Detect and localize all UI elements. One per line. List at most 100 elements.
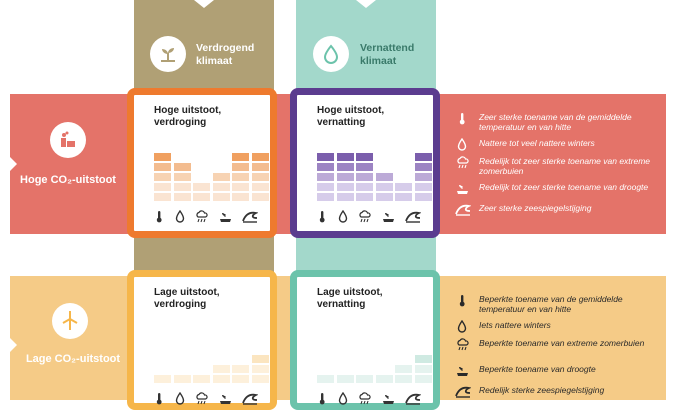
dry-ground-icon [455, 182, 469, 198]
bar-cell [193, 375, 210, 383]
thermometer-icon [154, 392, 164, 406]
bar-cell [232, 173, 249, 181]
dry-ground-icon [219, 210, 232, 224]
impact-text: Iets nattere winters [479, 320, 551, 330]
bar-cell [356, 183, 373, 191]
wave-icon [405, 210, 422, 224]
bar-cell [251, 163, 269, 171]
wave-icon [455, 203, 472, 219]
bar-cell [336, 193, 354, 201]
panel-high-dry: Hoge uitstoot,verdroging [127, 88, 277, 238]
panel-low-wet: Lage uitstoot,vernatting [290, 270, 440, 410]
factory-icon [50, 122, 86, 158]
bar-cell [232, 153, 249, 161]
panel-title: Lage uitstoot, [154, 287, 220, 298]
storm-cloud-icon [455, 338, 469, 354]
bar-cell [212, 375, 230, 383]
panel-title: Hoge uitstoot, [317, 105, 385, 116]
impact-list-item: Zeer sterke toename van de gemiddelde te… [455, 112, 657, 132]
impact-list-item: Redelijk tot zeer sterke toename van ext… [455, 156, 657, 176]
bar-grid [317, 323, 432, 385]
droplet-icon [455, 319, 469, 336]
bar-cell [317, 375, 334, 383]
bar-cell [154, 193, 171, 201]
bar-cell [336, 173, 354, 181]
impact-text: Beperkte toename van de gemiddelde tempe… [479, 294, 623, 314]
impact-text: Redelijk tot zeer sterke toename van dro… [479, 182, 649, 192]
bar-cell [395, 375, 412, 383]
row-label-high: Hoge CO₂-uitstoot [20, 174, 116, 186]
bar-cell [154, 153, 171, 161]
bar-cell [212, 173, 230, 181]
bar-cell [414, 355, 432, 363]
bar-cell [356, 163, 373, 171]
droplet-icon [175, 391, 185, 406]
panel-high-wet: Hoge uitstoot,vernatting [290, 88, 440, 238]
thermometer-icon [317, 392, 327, 406]
wave-icon [242, 392, 259, 406]
impact-list-item: Iets nattere winters [455, 319, 657, 336]
bar-cell [317, 163, 334, 171]
impact-text: Beperkte toename van extreme zomerbuien [479, 338, 645, 348]
bar-cell [336, 375, 354, 383]
bar-cell [395, 365, 412, 373]
bar-cell [356, 173, 373, 181]
droplet-icon [338, 209, 348, 224]
thermometer-icon [317, 210, 327, 224]
impact-list-item: Nattere tot veel nattere winters [455, 137, 657, 154]
bar-cell [193, 183, 210, 191]
bar-cell [212, 365, 230, 373]
bar-cell [375, 183, 393, 191]
thermometer-icon [455, 294, 469, 310]
bar-cell [414, 153, 432, 161]
bar-cell [154, 173, 171, 181]
bar-cell [251, 365, 269, 373]
droplet-icon [313, 36, 349, 72]
bar-cell [414, 173, 432, 181]
bar-cell [336, 183, 354, 191]
impact-list-item: Redelijk sterke zeespiegelstijging [455, 385, 657, 401]
sprout-icon [150, 36, 186, 72]
bar-cell [251, 355, 269, 363]
impact-icon-row [154, 391, 259, 406]
wind-turbine-icon [52, 303, 88, 339]
panel-title: Lage uitstoot, [317, 287, 383, 298]
bar-cell [251, 193, 269, 201]
bar-cell [232, 375, 249, 383]
bar-cell [317, 173, 334, 181]
bar-grid [154, 323, 269, 385]
impact-list-item: Zeer sterke zeespiegelstijging [455, 203, 657, 219]
bar-grid [154, 141, 269, 203]
impact-list-item: Redelijk tot zeer sterke toename van dro… [455, 182, 657, 198]
row-label-low: Lage CO₂-uitstoot [25, 353, 121, 365]
storm-cloud-icon [358, 392, 371, 406]
dry-ground-icon [382, 210, 395, 224]
bar-cell [395, 183, 412, 191]
bar-cell [375, 173, 393, 181]
wave-icon [455, 385, 472, 401]
bar-cell [375, 193, 393, 201]
bar-cell [356, 375, 373, 383]
bar-cell [414, 183, 432, 191]
droplet-icon [455, 137, 469, 154]
bar-cell [193, 193, 210, 201]
bar-cell [173, 183, 191, 191]
storm-cloud-icon [195, 392, 208, 406]
impact-icon-row [154, 209, 259, 224]
bar-cell [154, 375, 171, 383]
dry-ground-icon [219, 392, 232, 406]
bar-cell [395, 193, 412, 201]
impact-text: Zeer sterke toename van de gemiddelde te… [479, 112, 632, 132]
bar-cell [251, 375, 269, 383]
bar-cell [317, 193, 334, 201]
wave-icon [405, 392, 422, 406]
impact-text: Nattere tot veel nattere winters [479, 138, 595, 148]
bar-cell [232, 193, 249, 201]
bar-cell [232, 365, 249, 373]
bar-cell [173, 173, 191, 181]
bar-grid [317, 141, 432, 203]
impact-list-item: Beperkte toename van extreme zomerbuien [455, 338, 657, 354]
bar-cell [173, 193, 191, 201]
bar-cell [173, 163, 191, 171]
